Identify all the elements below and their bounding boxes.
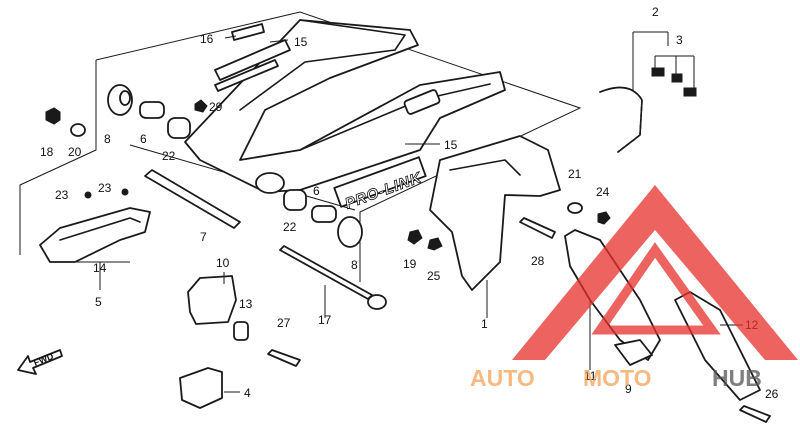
label-8a: 8: [104, 132, 111, 146]
label-16: 16: [200, 32, 214, 46]
label-29: 29: [209, 100, 223, 114]
label-15b: 15: [444, 138, 458, 152]
right-bushings: [283, 189, 363, 248]
master-link: [651, 67, 697, 97]
fasteners: [84, 99, 771, 423]
label-28: 28: [531, 254, 545, 268]
bolt-27: [267, 349, 301, 367]
watermark-moto: MOTO: [583, 365, 652, 391]
label-5: 5: [95, 295, 102, 309]
label-25: 25: [427, 269, 441, 283]
label-20: 20: [68, 145, 82, 159]
label-15a: 15: [294, 35, 308, 49]
bumper: [187, 275, 249, 341]
label-8b: 8: [351, 258, 358, 272]
drive-chain: [599, 86, 643, 153]
label-1: 1: [481, 317, 488, 331]
label-22a: 22: [162, 149, 176, 163]
watermark-auto: AUTO: [470, 365, 535, 391]
label-10: 10: [216, 256, 230, 270]
label-21: 21: [568, 167, 582, 181]
label-13: 13: [239, 297, 253, 311]
label-14: 14: [93, 261, 107, 275]
label-11: 11: [584, 369, 597, 383]
left-bushings: [45, 84, 191, 139]
label-22b: 22: [283, 220, 297, 234]
pivot-shaft: [144, 169, 241, 229]
label-23a: 23: [55, 188, 69, 202]
label-9: 9: [625, 382, 632, 396]
label-24: 24: [596, 185, 610, 199]
decals: [214, 23, 291, 92]
label-26: 26: [765, 387, 779, 401]
label-6b: 6: [313, 184, 320, 198]
label-19: 19: [403, 257, 417, 271]
label-4: 4: [244, 386, 251, 400]
watermark-logo: AUTO MOTO HUB: [470, 185, 798, 391]
label-2: 2: [652, 5, 659, 19]
label-3: 3: [676, 33, 683, 47]
bracket: [179, 367, 223, 409]
label-18: 18: [40, 145, 54, 159]
label-23b: 23: [98, 181, 112, 195]
chain-case: [429, 135, 561, 291]
label-17: 17: [318, 313, 332, 327]
fwd-label: FWD: [32, 351, 55, 368]
chain-slider: [39, 207, 151, 263]
label-6a: 6: [140, 132, 147, 146]
label-7: 7: [200, 230, 207, 244]
forward-arrow: FWD: [17, 349, 63, 375]
label-27: 27: [277, 316, 291, 330]
watermark-hub: HUB: [712, 365, 762, 391]
pivot-bolt: [279, 245, 387, 310]
